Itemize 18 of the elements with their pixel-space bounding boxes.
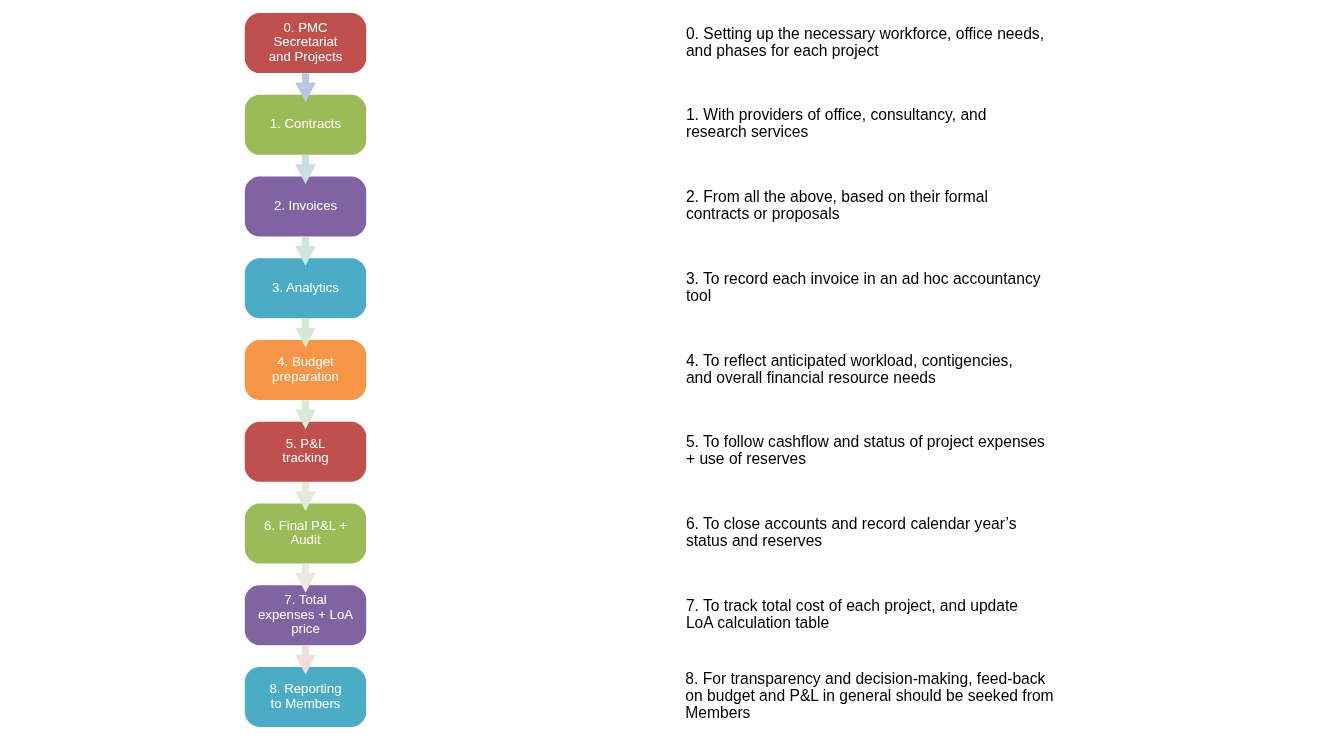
label: 2. From all the above, based on their formal contracts or proposals	[685, 188, 988, 223]
node-box: 8. Reporting to Members	[244, 666, 367, 727]
label: 5. To follow cashflow and status of project expenses + use of reserves	[685, 433, 1045, 468]
node-box: 6. Final P&L + Audit	[244, 503, 367, 564]
node-box: 7. Total expenses + LoA price	[244, 585, 367, 646]
node-box: 5. P&L tracking	[244, 421, 367, 482]
node-box: 0. PMC Secretariat and Projects	[244, 13, 367, 74]
node-box: 2. Invoices	[244, 176, 367, 237]
label: 6. To close accounts and record calendar year’s status and reserves	[685, 515, 1017, 549]
label: 1. With providers of office, consultancy, and research services	[685, 106, 987, 141]
label: 3. To record each invoice in an ad hoc accountancy tool	[685, 269, 1041, 304]
label: 4. To reflect anticipated workload, contigencies, and overall financial resource needs	[685, 351, 1013, 386]
node-box: 3. Analytics	[244, 258, 367, 319]
node-box: 1. Contracts	[244, 94, 367, 155]
label: 8. For transparency and decision-making, feed-back on budget and P&L in general should be seeked from Members	[685, 670, 1054, 721]
node-box: 4. Budget preparation	[244, 339, 367, 401]
label: 0. Setting up the necessary workforce, office needs, and phases for each project	[685, 24, 1045, 59]
label: 7. To track total cost of each project, and update LoA calculation table	[685, 596, 1018, 631]
